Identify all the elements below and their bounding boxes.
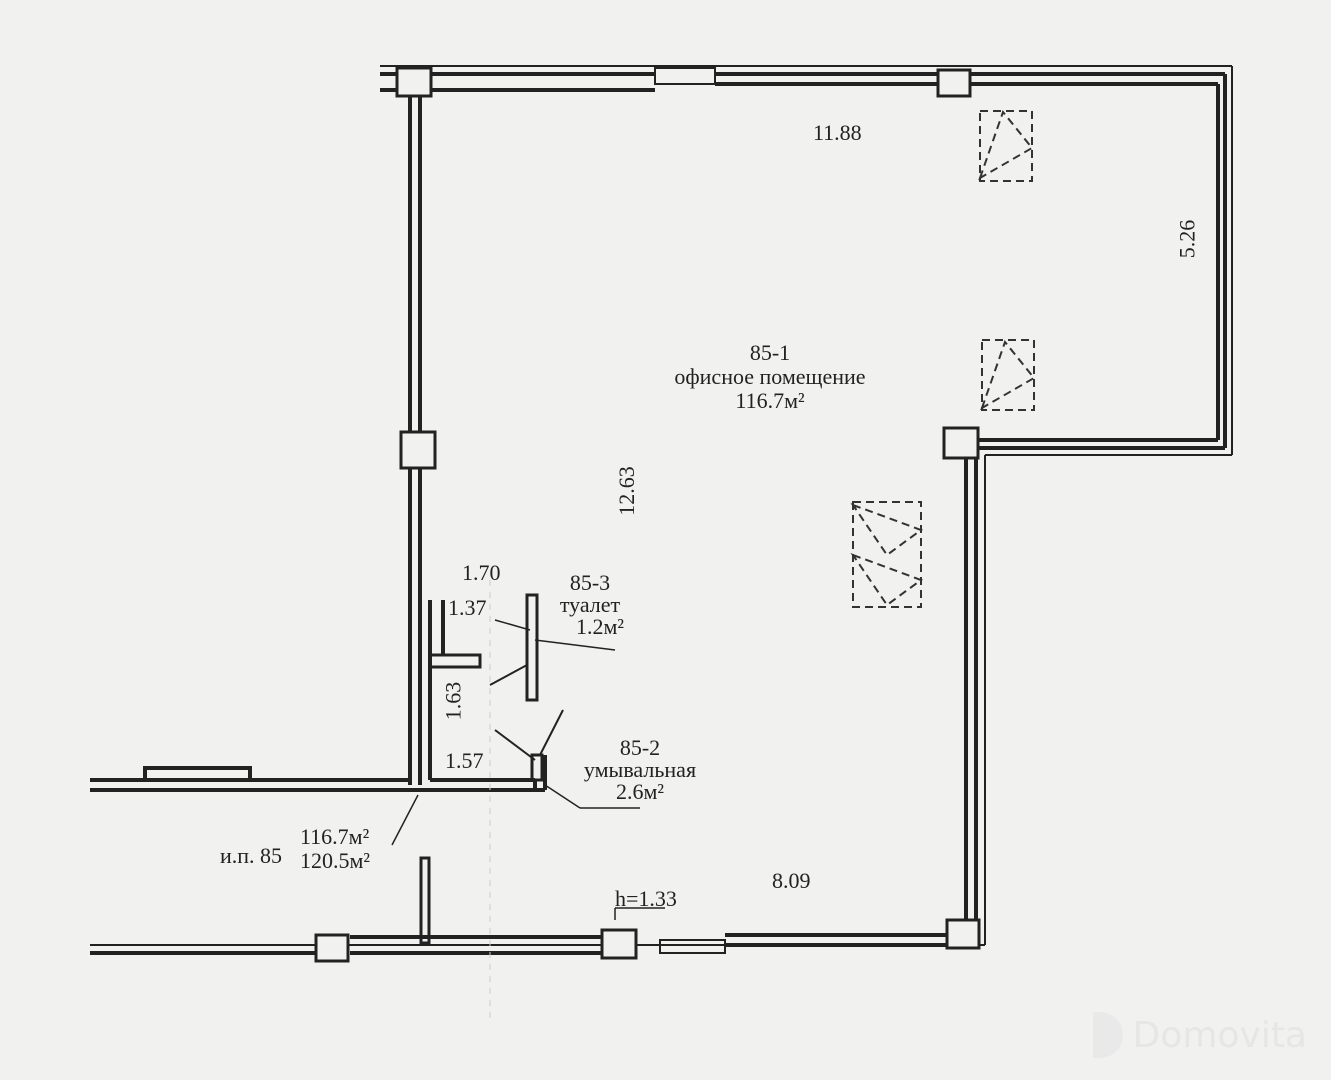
- room-85-1-name: офисное помещение: [674, 364, 866, 389]
- room-85-2-id: 85-2: [619, 735, 661, 760]
- window-height-label: h=1.33: [615, 886, 677, 911]
- dimension-wash-bottom: 1.57: [445, 748, 484, 773]
- dimension-bottom: 8.09: [772, 868, 811, 893]
- room-85-3-id: 85-3: [569, 570, 611, 595]
- room-85-2-label: 85-2 умывальная 2.6м²: [575, 737, 705, 803]
- watermark-text: Domovita: [1132, 1014, 1307, 1056]
- dimension-right: 5.26: [1174, 219, 1200, 259]
- room-85-3-area: 1.2м²: [575, 614, 625, 639]
- room-85-2-name: умывальная: [583, 757, 697, 782]
- room-85-1-id: 85-1: [749, 340, 791, 365]
- plan-total-area-full: 120.5м²: [300, 848, 371, 873]
- plan-unit-label: и.п. 85: [220, 843, 283, 868]
- plan-total-area-living: 116.7м²: [300, 824, 370, 849]
- dimension-wash-side: 1.63: [440, 681, 466, 721]
- room-85-2-area: 2.6м²: [615, 779, 665, 804]
- dimension-toilet-inner: 1.37: [448, 595, 487, 620]
- room-85-3-name: туалет: [559, 592, 621, 617]
- dimension-top: 11.88: [813, 120, 862, 145]
- dimension-toilet-top: 1.70: [462, 560, 501, 585]
- room-85-1-label: 85-1 офисное помещение 116.7м²: [630, 342, 910, 412]
- watermark-logo: Domovita: [1092, 1012, 1307, 1058]
- room-85-1-area: 116.7м²: [735, 388, 805, 413]
- room-85-3-label: 85-3 туалет 1.2м²: [545, 572, 635, 638]
- watermark-icon: [1092, 1012, 1123, 1058]
- dimension-middle: 12.63: [613, 466, 639, 516]
